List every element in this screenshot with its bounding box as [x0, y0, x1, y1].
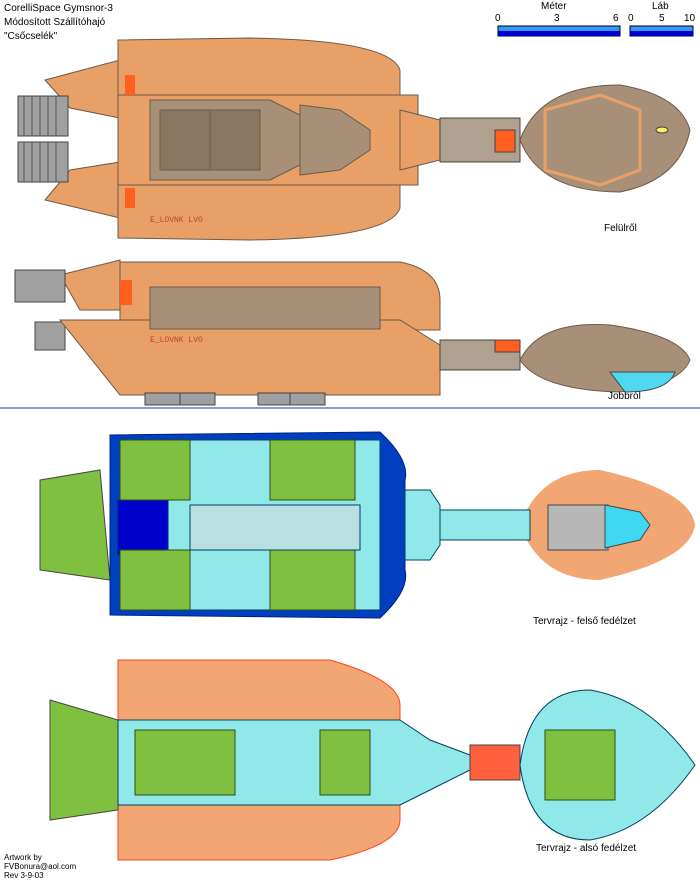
lab-tick-0: 0 [628, 13, 634, 24]
meter-scale-title: Méter [541, 1, 567, 12]
meter-tick-0: 0 [495, 13, 501, 24]
meter-tick-3: 3 [554, 13, 560, 24]
ship-class: Módosított Szállítóhajó [4, 17, 106, 28]
meter-tick-6: 6 [613, 13, 619, 24]
upper-deck-plan [39, 431, 695, 619]
lab-scale-bar [629, 25, 694, 37]
lab-tick-10: 10 [684, 13, 696, 24]
label-side-view: Jobbról [608, 391, 641, 402]
side-hull-marking: E_LOVNK LVO [150, 336, 203, 345]
lab-scale-title: Láb [652, 1, 669, 12]
label-top-view: Felülről [604, 223, 637, 234]
label-lower-deck: Tervrajz - alsó fedélzet [536, 843, 637, 854]
top-view-ship [17, 37, 691, 241]
credit-revision: Rev 3-9-03 [4, 871, 44, 880]
lower-deck-plan [49, 659, 696, 861]
credit-artwork: Artwork by [4, 853, 42, 862]
ship-nickname: "Csőcselék" [4, 31, 58, 42]
meter-scale-bar [497, 25, 621, 37]
side-view-ship [14, 259, 691, 406]
lab-tick-5: 5 [659, 13, 665, 24]
top-hull-marking: E_LOVNK LVO [150, 216, 203, 225]
credit-email: FVBonura@aol.com [4, 862, 77, 871]
ship-name: CorelliSpace Gymsnor-3 [4, 3, 113, 14]
label-upper-deck: Tervrajz - felső fedélzet [533, 616, 636, 627]
